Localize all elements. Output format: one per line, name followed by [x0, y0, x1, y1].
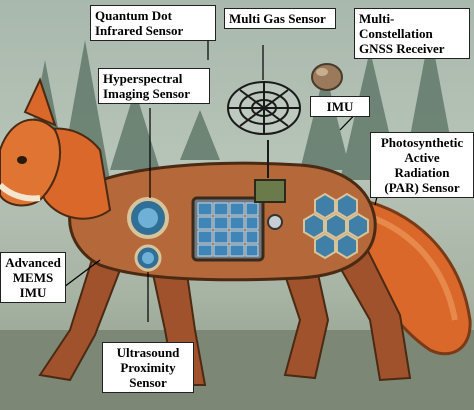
label-mems-line3: IMU	[19, 285, 47, 300]
label-par-line4: (PAR) Sensor	[384, 180, 460, 195]
chest-sensors	[127, 197, 169, 272]
label-gnss-line1: Multi-	[359, 11, 395, 26]
hex-sensor-array	[303, 192, 369, 260]
label-mems-line1: Advanced	[5, 255, 61, 270]
label-ultrasound-line3: Sensor	[129, 375, 167, 390]
label-imu: IMU	[310, 96, 370, 117]
fox-head	[0, 118, 61, 207]
label-imu-text: IMU	[326, 99, 354, 114]
label-hyperspectral-imaging-sensor: Hyperspectral Imaging Sensor	[98, 68, 210, 104]
label-quantum-dot-line2: Infrared Sensor	[95, 23, 184, 38]
hyperspectral-panel	[191, 196, 265, 262]
label-par-sensor: Photosynthetic Active Radiation (PAR) Se…	[370, 132, 474, 198]
label-gnss-line3: GNSS Receiver	[359, 41, 445, 56]
imu-sphere	[311, 63, 343, 91]
fox-eye	[17, 156, 27, 164]
label-mems-line2: MEMS	[12, 270, 54, 285]
label-ultrasound-proximity-sensor: Ultrasound Proximity Sensor	[102, 342, 194, 393]
label-hyperspectral-line1: Hyperspectral	[103, 71, 183, 86]
label-hyperspectral-line2: Imaging Sensor	[103, 86, 191, 101]
label-ultrasound-line2: Proximity	[120, 360, 176, 375]
fox-muzzle	[0, 182, 41, 202]
label-gnss-line2: Constellation	[359, 26, 433, 41]
label-quantum-dot-infrared-sensor: Quantum Dot Infrared Sensor	[90, 5, 216, 41]
label-multi-gas-sensor: Multi Gas Sensor	[224, 8, 336, 29]
dish-antenna	[227, 81, 301, 178]
label-par-line1: Photosynthetic	[380, 135, 464, 150]
fox-ear	[23, 77, 57, 127]
sensor-knob	[267, 214, 283, 230]
label-multi-constellation-gnss-receiver: Multi- Constellation GNSS Receiver	[354, 8, 470, 59]
label-multi-gas-text: Multi Gas Sensor	[229, 11, 326, 26]
label-par-line2: Active	[404, 150, 440, 165]
label-advanced-mems-imu: Advanced MEMS IMU	[0, 252, 66, 303]
label-par-line3: Radiation	[394, 165, 450, 180]
control-module	[254, 179, 286, 203]
label-quantum-dot-line1: Quantum Dot	[95, 8, 172, 23]
label-ultrasound-line1: Ultrasound	[116, 345, 180, 360]
